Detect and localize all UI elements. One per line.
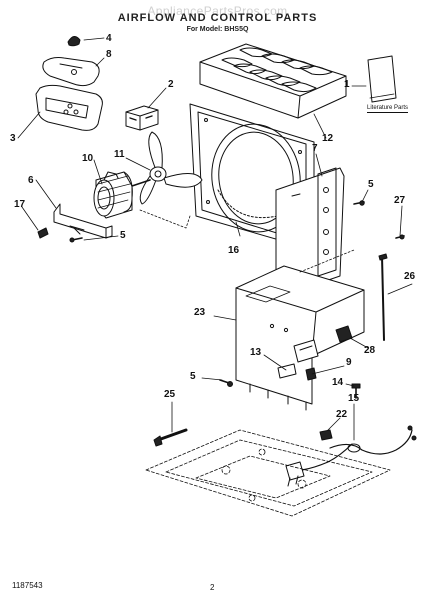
callout-11: 11 xyxy=(114,149,125,160)
part-knob xyxy=(67,36,81,47)
part-screws xyxy=(37,200,405,387)
page-number: 2 xyxy=(210,583,215,592)
part-bolt xyxy=(153,428,188,447)
part-base-pan xyxy=(145,429,391,517)
leader-lines xyxy=(17,37,413,441)
part-motor xyxy=(93,171,151,219)
diagram-subtitle: For Model: BHS5Q xyxy=(186,26,249,33)
callout-28: 28 xyxy=(364,345,376,356)
callout-5-motor: 5 xyxy=(120,230,126,241)
part-chassis xyxy=(235,265,365,411)
callout-3: 3 xyxy=(10,133,16,144)
part-control-cover xyxy=(42,57,100,87)
part-clip xyxy=(277,363,317,381)
callout-5-bracket: 5 xyxy=(368,179,374,190)
callout-27: 27 xyxy=(394,195,406,206)
callout-12: 12 xyxy=(322,133,334,144)
diagram-title: AIRFLOW AND CONTROL PARTS xyxy=(117,12,318,24)
callout-23: 23 xyxy=(194,307,206,318)
callout-22: 22 xyxy=(336,409,348,420)
part-screw-14 xyxy=(351,383,361,399)
callout-17: 17 xyxy=(14,199,26,210)
callout-14: 14 xyxy=(332,377,344,388)
part-fan-blade xyxy=(139,131,203,205)
callout-25: 25 xyxy=(164,389,176,400)
callout-1: 1 xyxy=(344,79,350,90)
callout-10: 10 xyxy=(82,153,94,164)
literature-parts-label: Literature Parts xyxy=(367,105,409,113)
callout-6: 6 xyxy=(28,175,34,186)
callout-4: 4 xyxy=(106,33,112,44)
callout-26: 26 xyxy=(404,271,416,282)
part-control-panel xyxy=(35,84,103,131)
part-relay xyxy=(335,325,353,343)
watermark: AppliancePartsPros.com xyxy=(147,4,288,18)
callout-5-base: 5 xyxy=(190,371,196,382)
callout-16: 16 xyxy=(228,245,240,256)
part-clamp xyxy=(319,429,333,441)
part-top-grille xyxy=(199,43,347,119)
document-number: 1187543 xyxy=(12,581,43,590)
part-capacitor xyxy=(293,339,319,363)
part-literature xyxy=(367,55,397,103)
part-switch xyxy=(125,105,159,131)
part-rod xyxy=(378,253,388,341)
callout-13: 13 xyxy=(250,347,262,358)
callout-8: 8 xyxy=(106,49,112,60)
callout-15: 15 xyxy=(348,393,360,404)
callout-9: 9 xyxy=(346,357,352,368)
callout-7: 7 xyxy=(312,143,318,154)
callout-2: 2 xyxy=(168,79,174,90)
